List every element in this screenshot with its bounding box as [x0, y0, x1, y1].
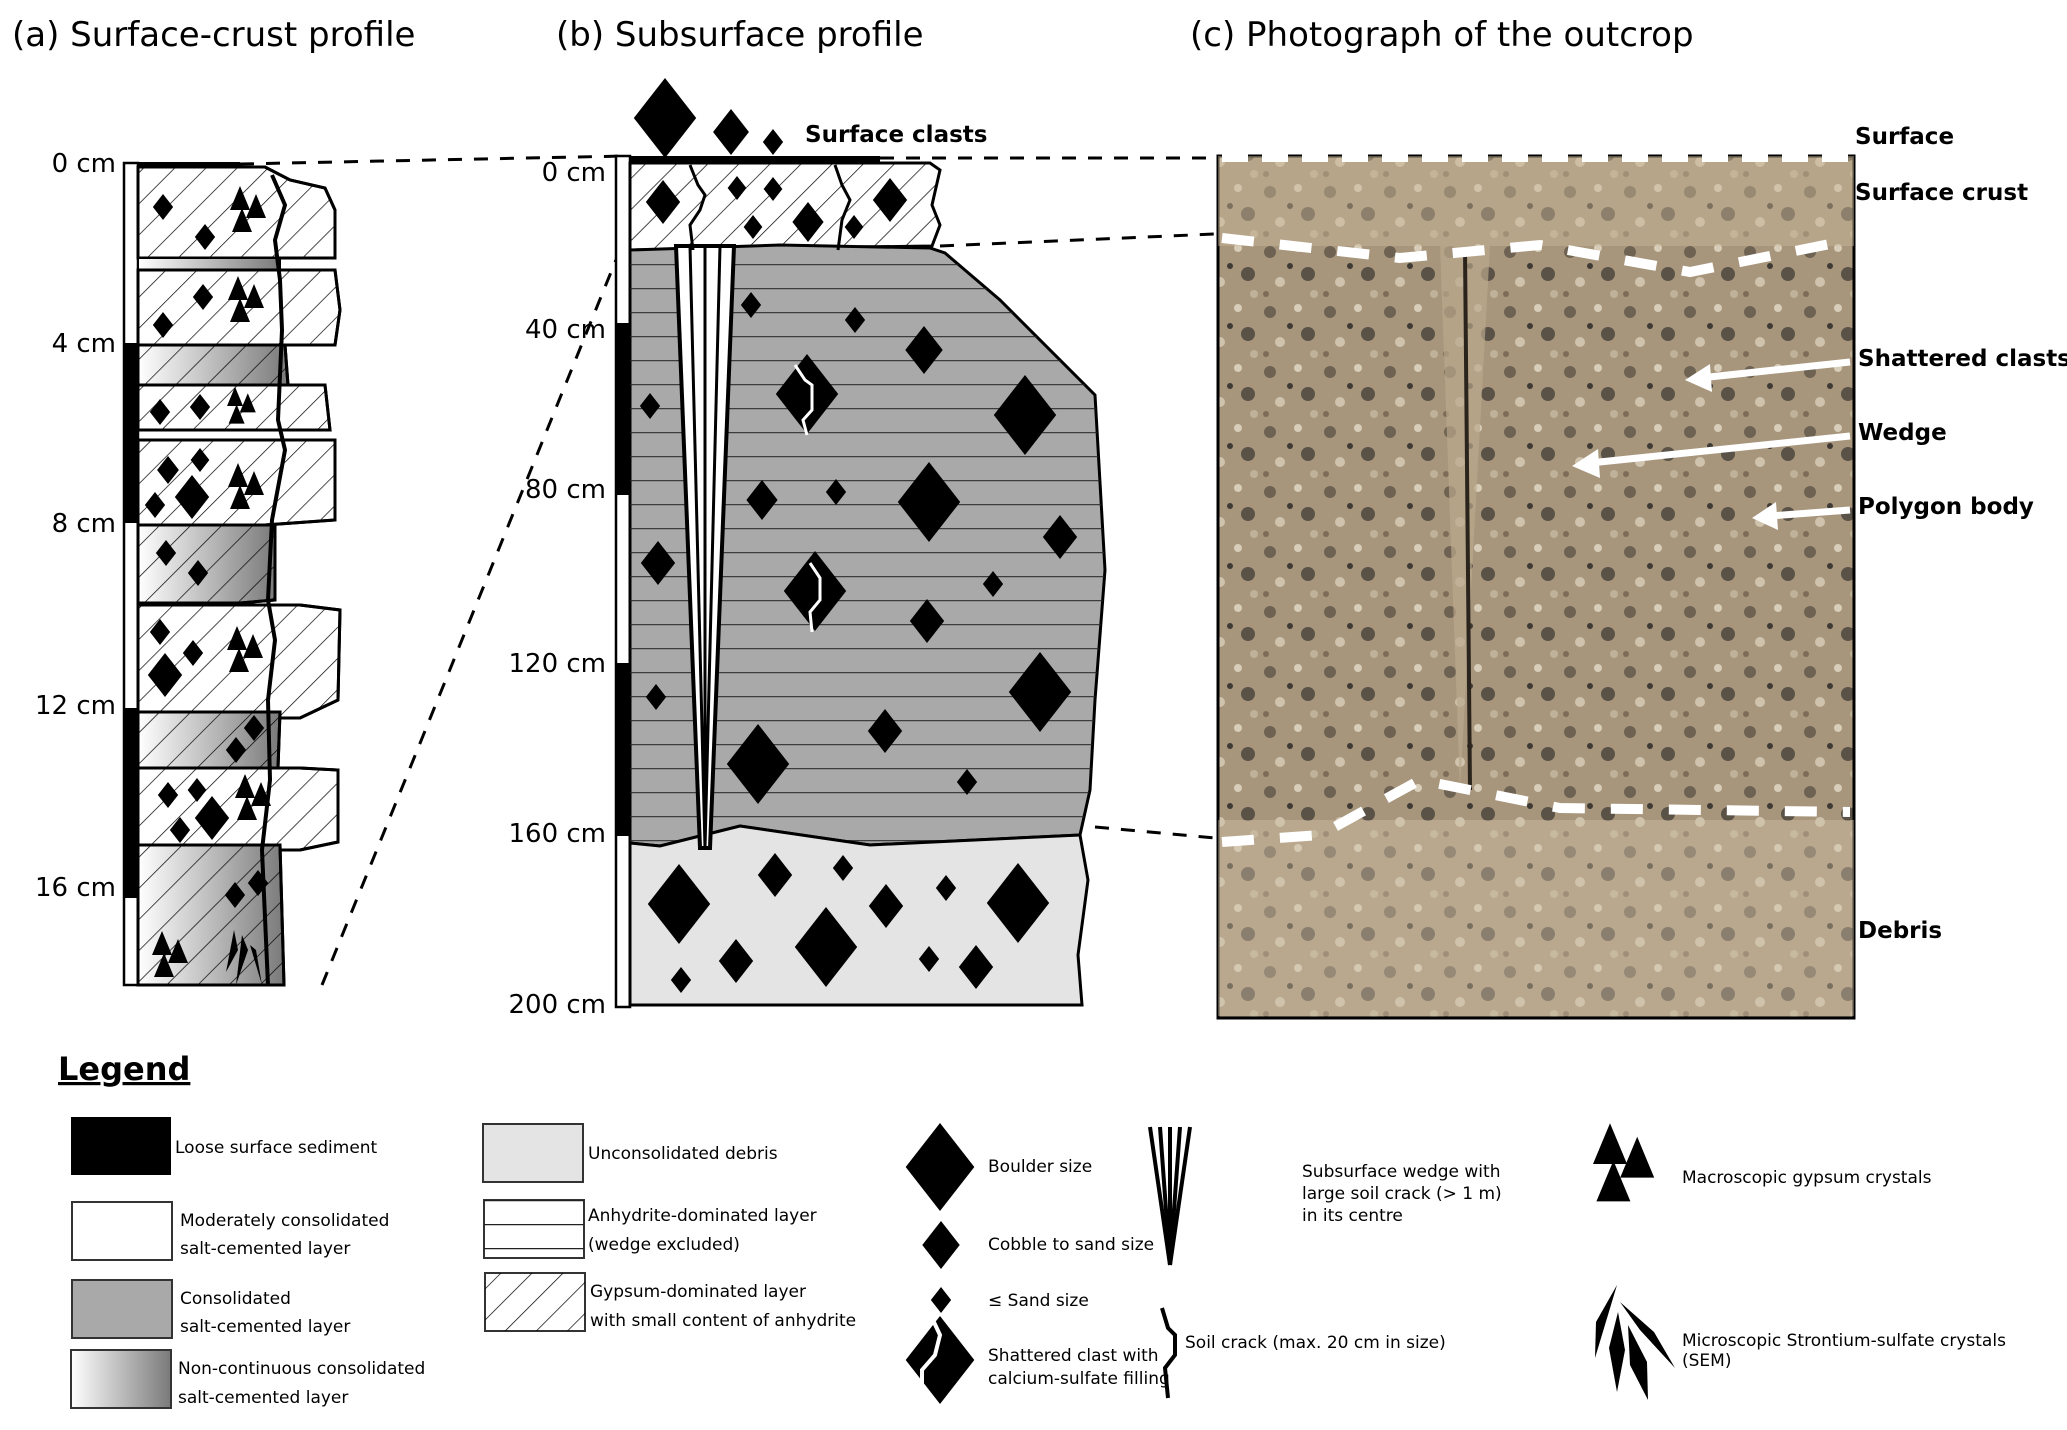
legend-loose-label: Loose surface sediment	[175, 1138, 378, 1158]
legend-noncontinuous-label-2: salt-cemented layer	[178, 1388, 348, 1408]
legend-strontium-label-2: (SEM)	[1682, 1351, 1731, 1371]
legend-sand-icon	[930, 1287, 952, 1313]
soil-crack-a	[259, 174, 288, 986]
subsurface-wedge	[673, 244, 737, 850]
tick-a-0: 0 cm	[52, 149, 116, 179]
tick-a-16: 16 cm	[35, 873, 116, 903]
label-debris: Debris	[1858, 918, 1942, 944]
legend-boulder-icon	[905, 1123, 975, 1211]
connector-bottom	[320, 249, 622, 986]
legend-anhydrite-label-2: (wedge excluded)	[588, 1235, 740, 1255]
legend-wedge-icon	[1148, 1126, 1192, 1266]
legend-gypsum-crystals-icon	[1593, 1123, 1655, 1202]
legend-wedge-label-3: in its centre	[1302, 1206, 1403, 1226]
tick-b-120: 120 cm	[508, 649, 606, 679]
label-surface-crust: Surface crust	[1855, 180, 2028, 206]
legend-swatch-noncontinuous	[70, 1349, 172, 1409]
panel-c-title: (c) Photograph of the outcrop	[1190, 15, 1694, 55]
legend-consolidated-label-2: salt-cemented layer	[180, 1317, 350, 1337]
outcrop-photo	[1216, 154, 1856, 1020]
legend-strontium-label: Microscopic Strontium-sulfate crystals	[1682, 1331, 2006, 1351]
legend-cobble-label: Cobble to sand size	[988, 1235, 1154, 1255]
legend-gypsum-label: Gypsum-dominated layer	[590, 1282, 806, 1302]
legend-swatch-moderate	[71, 1201, 173, 1261]
label-wedge: Wedge	[1858, 420, 1947, 446]
panel-a-profile: 0 cm 4 cm 8 cm 12 cm 16 cm	[35, 149, 342, 987]
tick-b-80: 80 cm	[525, 475, 606, 505]
tick-b-160: 160 cm	[508, 819, 606, 849]
tick-a-4: 4 cm	[52, 329, 116, 359]
legend-gypsum-crystals-label: Macroscopic gypsum crystals	[1682, 1168, 1932, 1188]
tick-a-12: 12 cm	[35, 691, 116, 721]
legend-swatch-debris	[482, 1123, 584, 1183]
tick-b-200: 200 cm	[508, 990, 606, 1020]
legend-soil-crack-icon	[1160, 1307, 1177, 1399]
tick-b-0: 0 cm	[542, 158, 606, 188]
label-polygon-body: Polygon body	[1858, 494, 2034, 520]
label-surface: Surface	[1855, 124, 1954, 150]
legend-swatch-consolidated	[71, 1279, 173, 1339]
legend-soil-crack-label: Soil crack (max. 20 cm in size)	[1185, 1333, 1446, 1353]
panel-b-profile: 0 cm 40 cm 80 cm 120 cm 160 cm 200 cm Su…	[508, 78, 1107, 1020]
panel-b-title: (b) Subsurface profile	[556, 15, 924, 55]
connector-top	[239, 154, 626, 166]
legend-swatch-loose	[71, 1117, 171, 1175]
legend-boulder-label: Boulder size	[988, 1157, 1092, 1177]
label-shattered-clasts: Shattered clasts	[1858, 346, 2067, 372]
tick-b-40: 40 cm	[525, 315, 606, 345]
panel-a-title: (a) Surface-crust profile	[12, 15, 415, 55]
legend-sand-label: ≤ Sand size	[988, 1291, 1089, 1311]
legend: Legend Loose surface sediment Moderately…	[58, 1050, 2006, 1409]
label-arrows	[1572, 358, 1851, 530]
tick-a-8: 8 cm	[52, 509, 116, 539]
legend-wedge-label: Subsurface wedge with	[1302, 1162, 1500, 1182]
scale-bar-b	[614, 154, 632, 1009]
legend-anhydrite-label: Anhydrite-dominated layer	[588, 1206, 817, 1226]
legend-cobble-icon	[922, 1221, 960, 1269]
surface-clasts-label: Surface clasts	[805, 122, 987, 148]
legend-shattered-label-2: calcium-sulfate filling	[988, 1369, 1170, 1389]
shattered-clast	[783, 551, 847, 633]
legend-shattered-label: Shattered clast with	[988, 1346, 1159, 1366]
legend-shattered-icon	[905, 1316, 975, 1404]
legend-debris-label: Unconsolidated debris	[588, 1144, 778, 1164]
legend-noncontinuous-label: Non-continuous consolidated	[178, 1359, 425, 1379]
legend-gypsum-label-2: with small content of anhydrite	[590, 1311, 856, 1331]
legend-moderate-label: Moderately consolidated	[180, 1211, 389, 1231]
legend-moderate-label-2: salt-cemented layer	[180, 1239, 350, 1259]
shattered-clast	[775, 354, 839, 436]
legend-wedge-label-2: large soil crack (> 1 m)	[1302, 1184, 1502, 1204]
legend-strontium-icon	[1595, 1285, 1675, 1400]
legend-title: Legend	[58, 1050, 190, 1088]
strontium-crystals-a	[226, 930, 262, 985]
legend-consolidated-label: Consolidated	[180, 1289, 291, 1309]
